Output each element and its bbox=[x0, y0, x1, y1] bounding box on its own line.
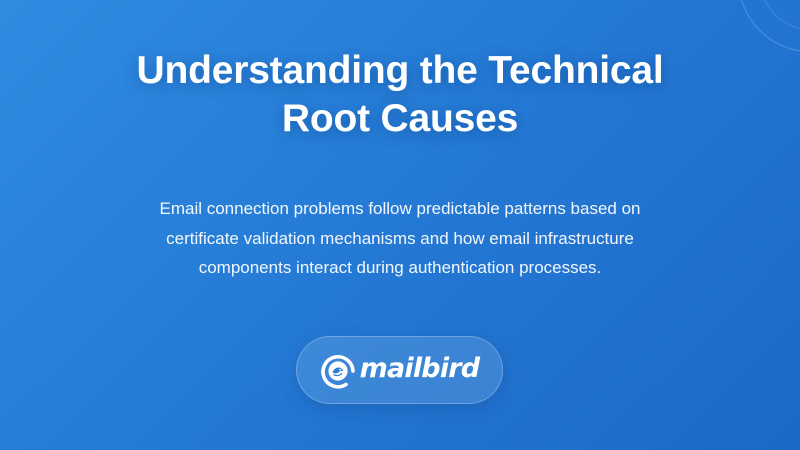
slide-title: Understanding the Technical Root Causes bbox=[0, 47, 800, 143]
description-line-3: components interact during authenticatio… bbox=[198, 258, 602, 277]
mailbird-logo-icon bbox=[320, 354, 355, 389]
title-line-2: Root Causes bbox=[281, 97, 519, 140]
description-line-1: Email connection problems follow predict… bbox=[159, 199, 641, 218]
description-line-2: certificate validation mechanisms and ho… bbox=[166, 228, 634, 248]
slide-description: Email connection problems follow predict… bbox=[100, 194, 700, 283]
title-line-1: Understanding the Technical bbox=[136, 49, 664, 92]
brand-name: mailbird bbox=[359, 353, 481, 384]
mailbird-brand-badge[interactable]: mailbird bbox=[296, 336, 503, 404]
